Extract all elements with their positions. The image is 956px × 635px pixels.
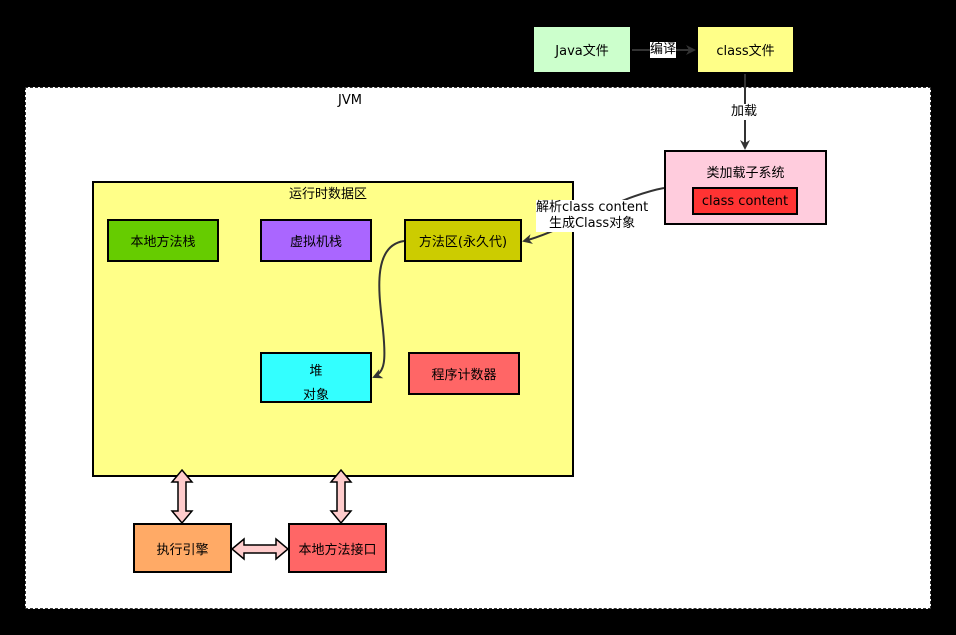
- class-content-node[interactable]: class content: [692, 187, 798, 215]
- load-edge-label: 加载: [731, 104, 758, 120]
- parse-edge-label: 解析class content 生成Class对象: [536, 200, 649, 232]
- class-file-node[interactable]: class文件: [696, 25, 795, 74]
- class-loader-label: 类加载子系统: [706, 166, 785, 181]
- vm-stack-node[interactable]: 虚拟机栈: [260, 219, 372, 262]
- heap-node[interactable]: 堆 对象: [260, 352, 372, 403]
- java-file-node[interactable]: Java文件: [532, 25, 632, 74]
- program-counter-node[interactable]: 程序计数器: [408, 352, 520, 395]
- heap-label: 堆: [309, 364, 323, 379]
- parse-edge-label-line1: 解析class content: [536, 200, 649, 215]
- compile-edge-label: 编译: [650, 42, 677, 58]
- parse-edge-label-line2: 生成Class对象: [548, 216, 636, 231]
- heap-sub-label: 对象: [302, 388, 329, 403]
- jvm-label: JVM: [338, 93, 362, 108]
- execution-engine-node[interactable]: 执行引擎: [133, 523, 232, 573]
- runtime-data-area-label: 运行时数据区: [289, 187, 368, 202]
- native-method-interface-node[interactable]: 本地方法接口: [288, 523, 387, 573]
- method-area-node[interactable]: 方法区(永久代): [404, 219, 522, 262]
- native-method-stack-node[interactable]: 本地方法栈: [107, 219, 219, 262]
